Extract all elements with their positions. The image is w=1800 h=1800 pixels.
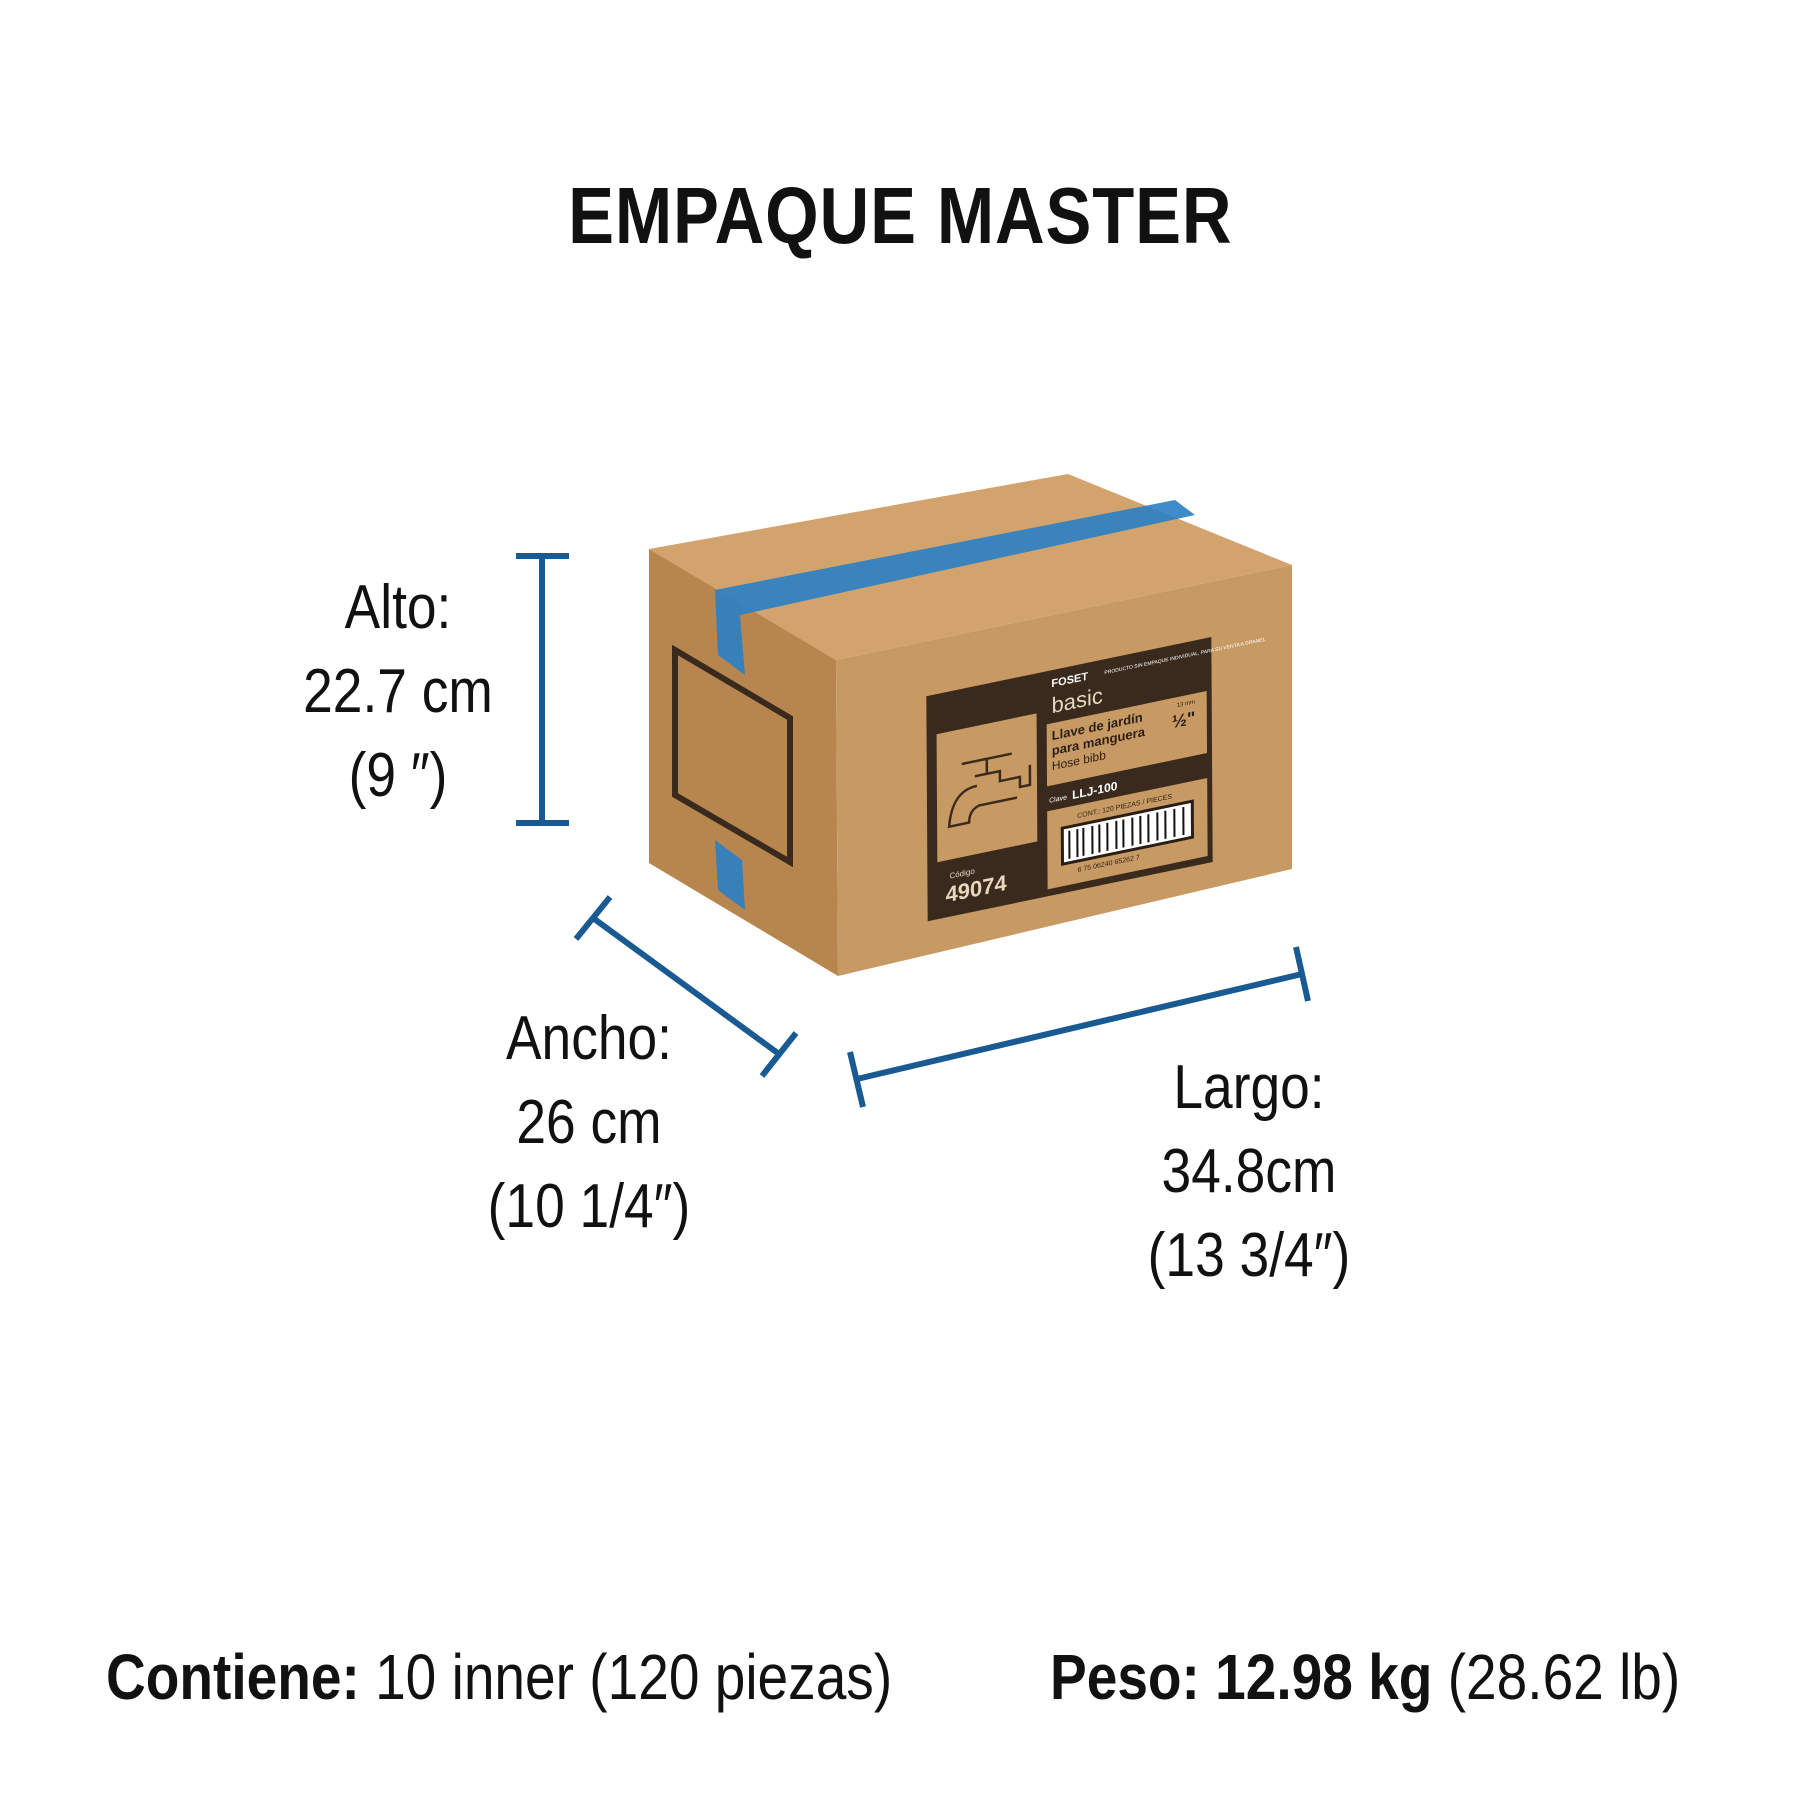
alto-metric: 22.7 cm xyxy=(303,657,493,726)
weight-info: Peso: 12.98 kg (28.62 lb) xyxy=(1050,1640,1680,1714)
weight-label: Peso: xyxy=(1050,1641,1200,1713)
product-label: FOSET basic PRODUCTO SIN EMPAQUE INDIVID… xyxy=(926,637,1266,922)
box-left-face xyxy=(649,549,838,976)
packing-tape-side xyxy=(715,590,745,675)
label-size-mm: 13 mm xyxy=(1177,700,1195,710)
contents-info: Contiene: 10 inner (120 piezas) xyxy=(106,1640,892,1714)
label-size-in: ½" xyxy=(1172,708,1196,733)
weight-imperial: (28.62 lb) xyxy=(1447,1641,1681,1713)
barcode xyxy=(1060,799,1195,867)
page-title: EMPAQUE MASTER xyxy=(567,171,1233,260)
weight-value: 12.98 kg xyxy=(1215,1641,1433,1713)
ancho-label: Ancho: xyxy=(505,1004,673,1073)
ancho-metric: 26 cm xyxy=(516,1088,662,1157)
label-clave-label: Clave xyxy=(1049,794,1067,805)
ancho-bracket xyxy=(573,895,799,1078)
alto-label: Alto: xyxy=(344,573,452,642)
faucet-icon xyxy=(947,752,1032,829)
largo-imperial: (13 3/4″) xyxy=(1147,1221,1351,1290)
contents-label: Contiene: xyxy=(106,1641,360,1713)
largo-metric: 34.8cm xyxy=(1161,1137,1337,1206)
alto-dimension: Alto: 22.7 cm (9 ″) xyxy=(198,566,598,818)
largo-label: Largo: xyxy=(1173,1053,1325,1122)
contents-value: 10 inner (120 piezas) xyxy=(375,1641,893,1713)
largo-dimension: Largo: 34.8cm (13 3/4″) xyxy=(1049,1046,1449,1298)
side-label xyxy=(672,644,793,868)
packing-tape xyxy=(715,500,1195,615)
ancho-imperial: (10 1/4″) xyxy=(487,1172,691,1241)
ancho-dimension: Ancho: 26 cm (10 1/4″) xyxy=(389,997,789,1249)
packing-tape-bottom xyxy=(715,840,745,910)
alto-imperial: (9 ″) xyxy=(348,741,448,810)
largo-bracket xyxy=(847,946,1311,1108)
alto-bracket xyxy=(516,553,569,826)
